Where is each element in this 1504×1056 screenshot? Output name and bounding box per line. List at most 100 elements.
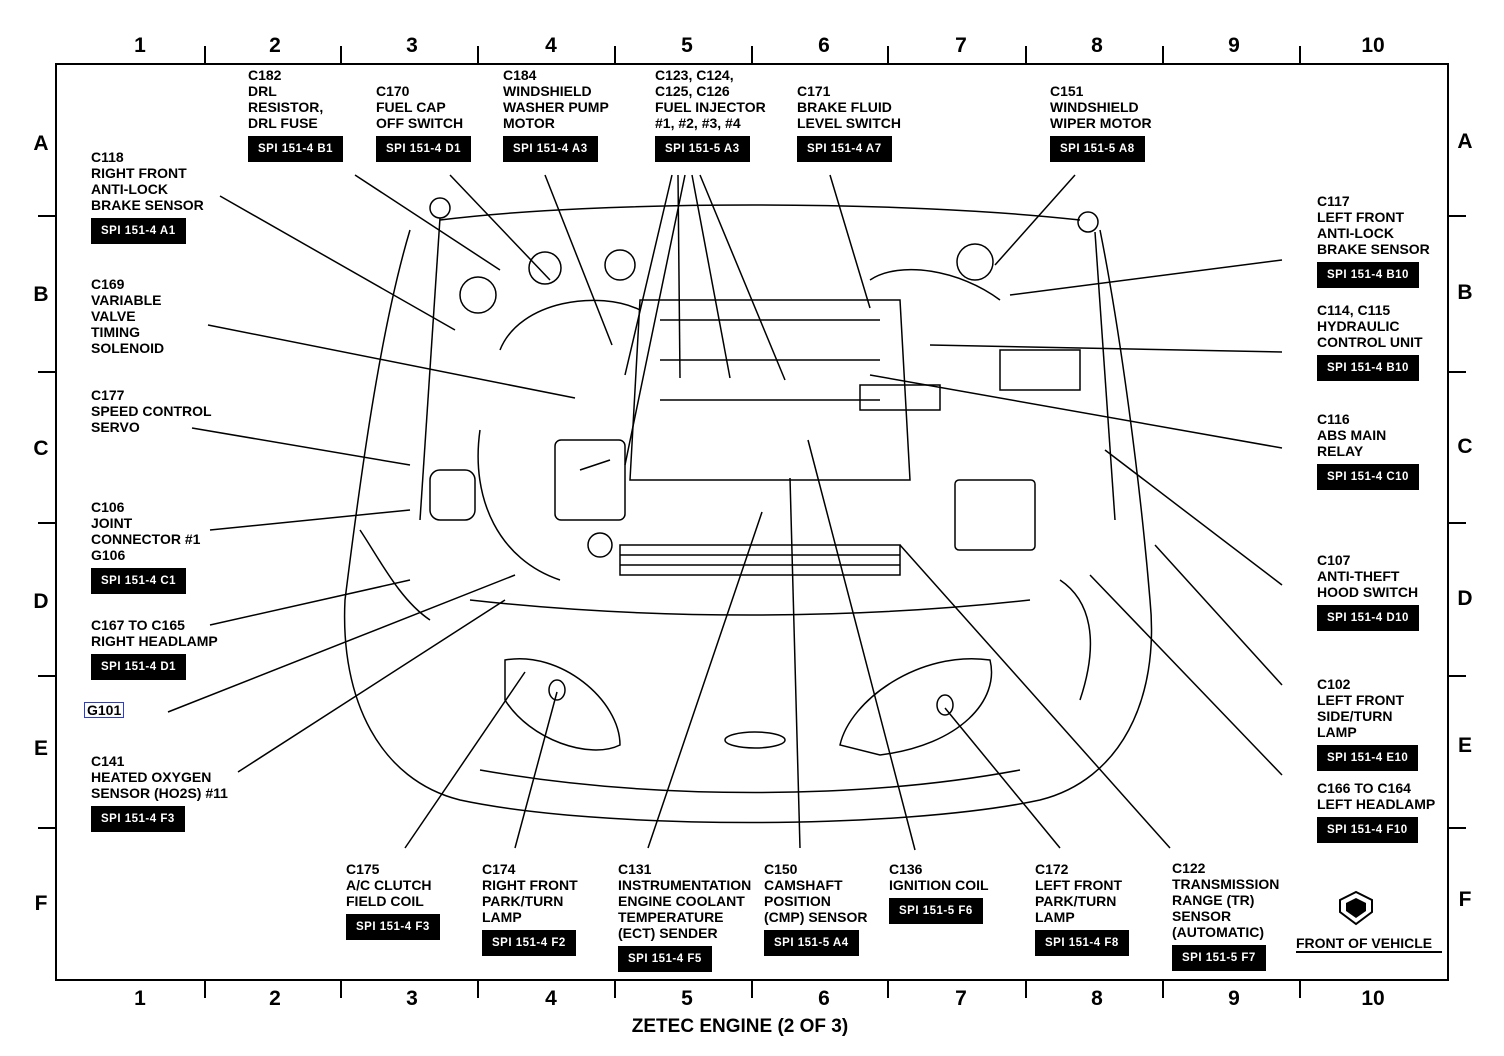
row-label-d-right: D (1457, 587, 1473, 610)
col-label-4: 4 (545, 34, 557, 57)
callout-c151: C151 WINDSHIELD WIPER MOTOR SPI 151-5 A8 (1050, 83, 1152, 162)
callout-c107-ref: SPI 151-4 D10 (1317, 605, 1419, 631)
callout-c170-ref: SPI 151-4 D1 (376, 136, 472, 162)
callout-c141-label: C141 HEATED OXYGEN SENSOR (HO2S) #11 (91, 753, 228, 801)
col-label-10: 10 (1361, 34, 1385, 57)
callout-c182: C182 DRL RESISTOR, DRL FUSE SPI 151-4 B1 (248, 67, 344, 162)
callout-c167: C167 TO C165 RIGHT HEADLAMP SPI 151-4 D1 (91, 617, 218, 680)
callout-c106-ref: SPI 151-4 C1 (91, 568, 187, 594)
col-label-6: 6 (818, 34, 830, 57)
g101-label[interactable]: G101 (84, 702, 125, 718)
callout-c171-ref: SPI 151-4 A7 (797, 136, 892, 162)
callout-c102: C102 LEFT FRONT SIDE/TURN LAMP SPI 151-4… (1317, 676, 1419, 771)
col-label-2-bottom: 2 (269, 987, 281, 1010)
callout-c114: C114, C115 HYDRAULIC CONTROL UNIT SPI 15… (1317, 302, 1423, 381)
callout-c107-label: C107 ANTI-THEFT HOOD SWITCH (1317, 552, 1419, 600)
callout-c169: C169 VARIABLE VALVE TIMING SOLENOID (91, 276, 164, 356)
col-label-7-bottom: 7 (955, 987, 967, 1010)
callout-c131-label: C131 INSTRUMENTATION ENGINE COOLANT TEMP… (618, 861, 752, 941)
col-label-9-bottom: 9 (1228, 987, 1240, 1010)
callout-c170: C170 FUEL CAP OFF SWITCH SPI 151-4 D1 (376, 83, 472, 162)
callout-c184-ref: SPI 151-4 A3 (503, 136, 598, 162)
callout-c169-label: C169 VARIABLE VALVE TIMING SOLENOID (91, 276, 165, 356)
callout-c123: C123, C124, C125, C126 FUEL INJECTOR #1,… (655, 67, 766, 162)
row-label-e-right: E (1457, 734, 1472, 757)
callout-c114-ref: SPI 151-4 B10 (1317, 355, 1419, 381)
col-label-10-bottom: 10 (1361, 987, 1385, 1010)
callout-c117-label: C117 LEFT FRONT ANTI-LOCK BRAKE SENSOR (1317, 193, 1430, 257)
callout-c117: C117 LEFT FRONT ANTI-LOCK BRAKE SENSOR S… (1317, 193, 1430, 288)
col-label-9: 9 (1228, 34, 1240, 57)
callout-c182-ref: SPI 151-4 B1 (248, 136, 344, 162)
col-label-7: 7 (955, 34, 967, 57)
col-label-2: 2 (269, 34, 281, 57)
callout-c175: C175 A/C CLUTCH FIELD COIL SPI 151-4 F3 (346, 861, 440, 940)
row-label-e: E (33, 737, 48, 760)
callout-c182-label: C182 DRL RESISTOR, DRL FUSE (248, 67, 324, 131)
callout-c107: C107 ANTI-THEFT HOOD SWITCH SPI 151-4 D1… (1317, 552, 1419, 631)
row-label-b: B (33, 283, 49, 306)
callout-c166-label: C166 TO C164 LEFT HEADLAMP (1317, 780, 1436, 812)
callout-c150: C150 CAMSHAFT POSITION (CMP) SENSOR SPI … (764, 861, 867, 956)
callout-c116: C116 ABS MAIN RELAY SPI 151-4 C10 (1317, 411, 1419, 490)
row-label-f-right: F (1458, 888, 1472, 911)
callout-c118-ref: SPI 151-4 A1 (91, 218, 186, 244)
col-label-1: 1 (134, 34, 146, 57)
callout-c116-label: C116 ABS MAIN RELAY (1317, 411, 1387, 459)
col-label-3: 3 (406, 34, 418, 57)
callout-c122-label: C122 TRANSMISSION RANGE (TR) SENSOR (AUT… (1172, 860, 1280, 940)
callout-c171: C171 BRAKE FLUID LEVEL SWITCH SPI 151-4 … (797, 83, 901, 162)
callout-c136-label: C136 IGNITION COIL (889, 861, 989, 893)
callout-c167-ref: SPI 151-4 D1 (91, 654, 187, 680)
callout-c174: C174 RIGHT FRONT PARK/TURN LAMP SPI 151-… (482, 861, 578, 956)
callout-c174-ref: SPI 151-4 F2 (482, 930, 576, 956)
row-label-a-right: A (1457, 130, 1473, 153)
callout-c102-label: C102 LEFT FRONT SIDE/TURN LAMP (1317, 676, 1405, 740)
callout-c175-ref: SPI 151-4 F3 (346, 914, 440, 940)
diagram-title: ZETEC ENGINE (2 OF 3) (631, 1016, 849, 1037)
callout-c117-ref: SPI 151-4 B10 (1317, 262, 1419, 288)
row-label-f: F (34, 892, 48, 915)
row-label-b-right: B (1457, 281, 1473, 304)
row-label-a: A (33, 132, 49, 155)
callout-c141: C141 HEATED OXYGEN SENSOR (HO2S) #11 SPI… (91, 753, 228, 832)
col-label-4-bottom: 4 (545, 987, 557, 1010)
callout-c118: C118 RIGHT FRONT ANTI-LOCK BRAKE SENSOR … (91, 149, 204, 244)
row-label-c: C (33, 437, 49, 460)
callout-c131-ref: SPI 151-4 F5 (618, 946, 712, 972)
row-label-d: D (33, 590, 49, 613)
callout-c106-label: C106 JOINT CONNECTOR #1 G106 (91, 499, 201, 563)
callout-c150-label: C150 CAMSHAFT POSITION (CMP) SENSOR (764, 861, 868, 925)
callout-c167-label: C167 TO C165 RIGHT HEADLAMP (91, 617, 218, 649)
row-label-c-right: C (1457, 435, 1473, 458)
callout-c150-ref: SPI 151-5 A4 (764, 930, 859, 956)
callout-c172: C172 LEFT FRONT PARK/TURN LAMP SPI 151-4… (1035, 861, 1129, 956)
callout-c166: C166 TO C164 LEFT HEADLAMP SPI 151-4 F10 (1317, 780, 1435, 843)
callout-c118-label: C118 RIGHT FRONT ANTI-LOCK BRAKE SENSOR (91, 149, 204, 213)
col-label-6-bottom: 6 (818, 987, 830, 1010)
callout-c172-ref: SPI 151-4 F8 (1035, 930, 1129, 956)
callout-c116-ref: SPI 151-4 C10 (1317, 464, 1419, 490)
callout-c106: C106 JOINT CONNECTOR #1 G106 SPI 151-4 C… (91, 499, 200, 594)
diagram-frame (55, 63, 1449, 981)
callout-c123-label: C123, C124, C125, C126 FUEL INJECTOR #1,… (655, 67, 766, 131)
callout-c171-label: C171 BRAKE FLUID LEVEL SWITCH (797, 83, 901, 131)
callout-c184: C184 WINDSHIELD WASHER PUMP MOTOR SPI 15… (503, 67, 609, 162)
callout-c136-ref: SPI 151-5 F6 (889, 898, 983, 924)
callout-c172-label: C172 LEFT FRONT PARK/TURN LAMP (1035, 861, 1123, 925)
callout-c136: C136 IGNITION COIL SPI 151-5 F6 (889, 861, 989, 924)
callout-c131: C131 INSTRUMENTATION ENGINE COOLANT TEMP… (618, 861, 751, 972)
callout-c170-label: C170 FUEL CAP OFF SWITCH (376, 83, 464, 131)
col-label-8: 8 (1091, 34, 1103, 57)
callout-c184-label: C184 WINDSHIELD WASHER PUMP MOTOR (503, 67, 609, 131)
callout-c177: C177 SPEED CONTROL SERVO (91, 387, 212, 435)
callout-c177-label: C177 SPEED CONTROL SERVO (91, 387, 212, 435)
callout-c122: C122 TRANSMISSION RANGE (TR) SENSOR (AUT… (1172, 860, 1279, 971)
col-label-5-bottom: 5 (681, 987, 693, 1010)
col-label-5: 5 (681, 34, 693, 57)
callout-c114-label: C114, C115 HYDRAULIC CONTROL UNIT (1317, 302, 1423, 350)
callout-c123-ref: SPI 151-5 A3 (655, 136, 750, 162)
